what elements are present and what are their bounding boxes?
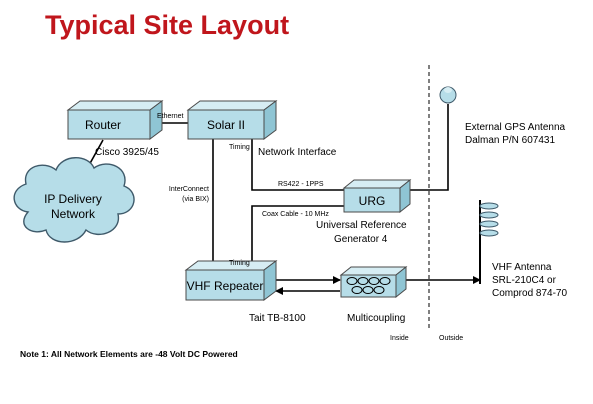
multicoupler-caption: Multicoupling bbox=[347, 313, 405, 324]
solar-ii-label: Solar II bbox=[207, 118, 245, 132]
timing-bottom-label: Timing bbox=[229, 260, 250, 267]
vhf-repeater-label: VHF Repeater bbox=[187, 279, 264, 293]
timing-top-label: Timing bbox=[229, 144, 250, 151]
gps-antenna-icon bbox=[439, 86, 457, 112]
multicoupler-box bbox=[339, 265, 408, 299]
vhf-repeater-box: VHF Repeater bbox=[184, 260, 278, 301]
vhf-antenna-caption-line3: Comprod 874-70 bbox=[492, 288, 567, 299]
router-label: Router bbox=[85, 118, 121, 132]
multicoupler-ports bbox=[346, 277, 391, 294]
gps-caption-line1: External GPS Antenna bbox=[465, 122, 566, 133]
urg-box: URG bbox=[342, 178, 412, 214]
vhf-repeater-caption: Tait TB-8100 bbox=[249, 313, 306, 324]
cloud-label-line2: Network bbox=[51, 207, 96, 221]
rs422-label: RS422 - 1PPS bbox=[278, 181, 324, 188]
solar-ii-caption: Network Interface bbox=[258, 147, 337, 158]
vhf-antenna-caption-line1: VHF Antenna bbox=[492, 262, 552, 273]
ip-delivery-network-cloud: IP Delivery Network bbox=[13, 157, 135, 243]
urg-label: URG bbox=[359, 194, 386, 208]
page-title: Typical Site Layout bbox=[45, 10, 289, 40]
inside-label: Inside bbox=[390, 335, 409, 342]
urg-caption-line1: Universal Reference bbox=[316, 220, 407, 231]
vhf-antenna-icon bbox=[479, 200, 499, 284]
router-caption: Cisco 3925/45 bbox=[95, 147, 159, 158]
cloud-label-line1: IP Delivery bbox=[44, 192, 102, 206]
rs422-link bbox=[251, 139, 344, 191]
power-footnote: Note 1: All Network Elements are -48 Vol… bbox=[20, 349, 238, 359]
router-box: Router bbox=[66, 100, 164, 140]
ethernet-label: Ethernet bbox=[157, 113, 184, 120]
coax-label: Coax Cable - 10 MHz bbox=[262, 211, 329, 218]
gps-cable bbox=[399, 112, 449, 191]
vhf-antenna-caption-line2: SRL-210C4 or bbox=[492, 275, 557, 286]
urg-caption-line2: Generator 4 bbox=[334, 234, 388, 245]
solar-ii-box: Solar II bbox=[186, 100, 278, 140]
interconnect-label-line2: (via BIX) bbox=[182, 196, 209, 203]
connection-lines bbox=[77, 112, 481, 284]
outside-label: Outside bbox=[439, 335, 463, 342]
gps-caption-line2: Dalman P/N 607431 bbox=[465, 135, 555, 146]
interconnect-label-line1: InterConnect bbox=[169, 186, 209, 193]
coax-link bbox=[251, 205, 344, 270]
